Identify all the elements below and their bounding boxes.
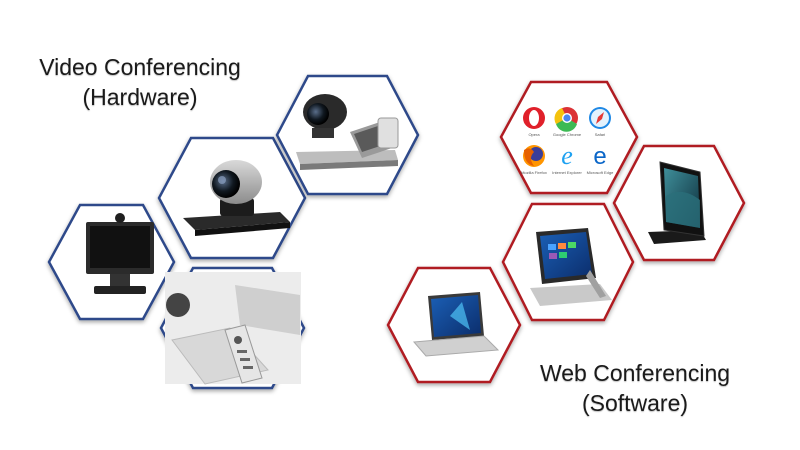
edge-label: Microsoft Edge: [587, 170, 614, 175]
video-heading-line2: (Hardware): [82, 84, 198, 110]
codec-system-image: [296, 94, 399, 170]
smartphone-image: [648, 161, 706, 244]
web-conferencing-heading: Web Conferencing (Software): [520, 358, 750, 418]
ie-icon: e Internet Explorer: [552, 141, 582, 175]
safari-label: Safari: [595, 132, 606, 137]
video-conferencing-heading: Video Conferencing (Hardware): [20, 52, 260, 112]
svg-text:e: e: [593, 143, 606, 170]
browser-icons-grid: Opera Google Chrome Safari: [521, 107, 614, 175]
hex-video-touch-panel: [159, 266, 306, 390]
hex-web-smartphone: [612, 144, 746, 262]
hex-video-monitor: [47, 203, 176, 321]
safari-icon: Safari: [589, 107, 611, 137]
edge-icon: e Microsoft Edge: [587, 143, 614, 175]
hex-web-tablet: [501, 202, 635, 322]
tablet-image: [530, 228, 612, 306]
web-heading-line1: Web Conferencing: [539, 360, 731, 386]
hex-video-camera: [157, 136, 307, 260]
web-heading-line2: (Software): [581, 390, 689, 416]
chrome-icon: Google Chrome: [553, 107, 582, 137]
video-heading-line1: Video Conferencing: [39, 54, 241, 80]
chrome-label: Google Chrome: [553, 132, 582, 137]
display-monitor-image: [86, 213, 154, 294]
ptz-camera-image: [183, 160, 290, 236]
opera-icon: Opera: [523, 107, 545, 137]
ie-label: Internet Explorer: [552, 170, 582, 175]
laptop-image: [412, 292, 500, 357]
touch-panel-remote-image: [165, 272, 301, 385]
hex-web-browsers: Opera Google Chrome Safari: [499, 80, 639, 195]
hex-web-laptop: [386, 266, 522, 384]
firefox-icon: Mozilla Firefox: [521, 145, 547, 175]
svg-text:e: e: [561, 141, 573, 170]
hex-video-codec-system: [275, 74, 420, 196]
opera-label: Opera: [528, 132, 540, 137]
firefox-label: Mozilla Firefox: [521, 170, 547, 175]
